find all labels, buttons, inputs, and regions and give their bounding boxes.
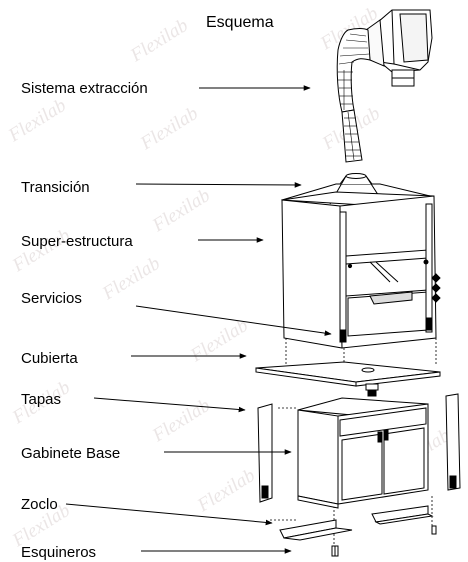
side-panels xyxy=(257,393,461,503)
arrow-zoclo xyxy=(65,503,273,526)
label-servicios: Servicios xyxy=(21,290,82,307)
plinth xyxy=(279,505,434,541)
label-cubierta: Cubierta xyxy=(21,350,78,367)
label-zoclo: Zoclo xyxy=(21,496,58,513)
arrow-servicios xyxy=(135,305,332,336)
leader-arrows xyxy=(65,85,332,554)
arrow-transicion xyxy=(135,182,302,188)
corner-pieces xyxy=(331,525,437,557)
label-transicion: Transición xyxy=(21,179,90,196)
base-cabinet xyxy=(297,397,429,509)
super-structure xyxy=(281,191,441,349)
label-tapas: Tapas xyxy=(21,391,62,408)
label-esquineros: Esquineros xyxy=(21,544,97,561)
label-gabinete-base: Gabinete Base xyxy=(21,445,121,462)
label-sistema-extraccion: Sistema extracción xyxy=(21,80,148,97)
extraction-system xyxy=(336,9,433,163)
diagram-title: Esquema xyxy=(206,14,274,31)
worktop xyxy=(255,361,441,387)
label-super-estructura: Super-estructura xyxy=(21,233,133,250)
sink-drain xyxy=(365,383,379,397)
arrow-tapas xyxy=(93,397,246,413)
